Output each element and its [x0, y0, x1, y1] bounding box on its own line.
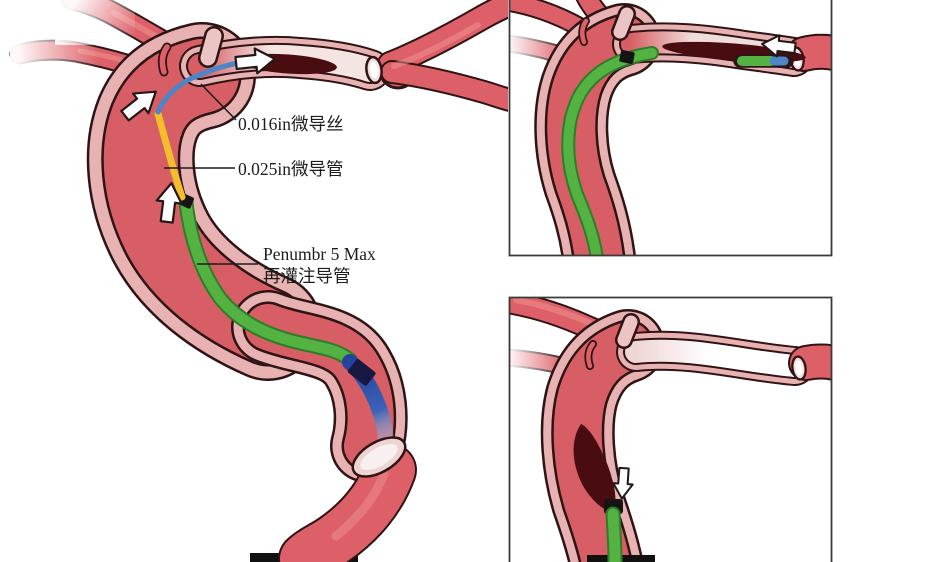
label-reperfusion-name: Penumbr 5 Max — [263, 244, 376, 264]
label-microwire: 0.016in微导丝 — [238, 114, 344, 134]
advance-arrow — [234, 47, 276, 75]
small-side-branch — [157, 42, 172, 77]
proximal-vessel — [278, 443, 417, 562]
branch-stump — [615, 313, 640, 349]
microcatheter — [154, 110, 186, 201]
vessel-opening — [365, 55, 383, 85]
vessel-opening — [351, 436, 407, 478]
panel3-frame — [508, 296, 833, 562]
distal-bifurcation — [377, 0, 508, 112]
annotations: 0.016in微导丝 0.025in微导管 Penumbr 5 Max 再灌注导… — [164, 83, 376, 286]
aspirate-arrow — [612, 466, 634, 500]
panel-step2 — [509, 0, 832, 256]
panel-main: 0.016in微导丝 0.025in微导管 Penumbr 5 Max 再灌注导… — [9, 0, 508, 562]
panel2-frame — [508, 0, 833, 257]
advance-arrow — [120, 90, 157, 122]
reperfusion-catheter — [561, 46, 659, 256]
reperfusion-catheter — [605, 506, 623, 562]
thrombus-aspirated — [573, 424, 616, 512]
small-side-branch — [584, 340, 597, 370]
branch-fade — [10, 36, 102, 74]
small-side-branch — [578, 17, 590, 46]
label-microcatheter: 0.025in微导管 — [238, 159, 344, 179]
branch-stump — [611, 5, 636, 41]
microwire — [155, 60, 241, 115]
retract-arrow — [761, 34, 797, 58]
reperfusion-catheter — [178, 195, 358, 368]
branch-stump — [198, 26, 224, 68]
vessel-opening — [791, 355, 807, 381]
recanalized-segment — [616, 330, 815, 386]
catheter-marker-band — [619, 50, 635, 64]
advance-arrow — [155, 182, 183, 224]
panel-step3 — [509, 297, 832, 562]
leader-line-microwire — [200, 83, 237, 121]
guide-marker-band — [347, 359, 376, 386]
label-reperfusion-desc: 再灌注导管 — [263, 266, 351, 286]
distal-vessel-stub — [786, 33, 832, 72]
distal-vessel-stub — [788, 343, 832, 381]
